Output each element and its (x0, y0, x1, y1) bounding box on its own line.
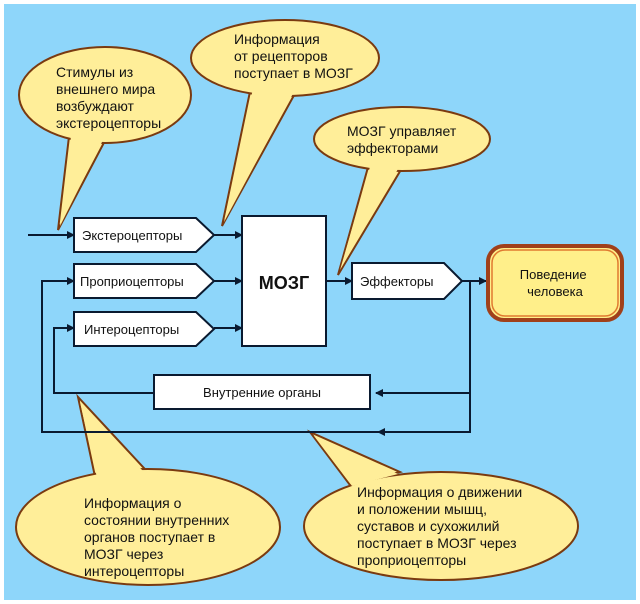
node-exteroceptors: Экстероцепторы (73, 217, 216, 253)
callout-internal-line: Информация о (84, 495, 182, 511)
callout-stimuli-line: Стимулы из (56, 64, 133, 80)
node-exteroceptors-label: Экстероцепторы (82, 228, 182, 243)
node-brain: МОЗГ (241, 215, 327, 347)
svg-text:Стимулы из внешнего мира: Стимулы из внешнего мира возбуждают экст… (56, 64, 161, 131)
callout-movement-line: суставов и сухожилий (357, 518, 499, 534)
svg-text:МОЗГ управляет эффектора: МОЗГ управляет эффекторами (347, 123, 460, 156)
callout-internal-line: состоянии внутренних (84, 512, 229, 528)
svg-text:Информация от рецепторов: Информация от рецепторов поступает в МОЗ… (234, 31, 353, 81)
intero-feedback-line (53, 324, 154, 394)
callout-brain-line: МОЗГ управляет (347, 123, 457, 139)
node-behavior: Поведение человека (486, 244, 624, 322)
node-interoceptors: Интероцепторы (73, 311, 216, 347)
svg-text:Поведение человека: Поведение человека (520, 267, 590, 299)
callout-movement-line: и положении мышц, (357, 501, 487, 517)
svg-text:Информация о движении и: Информация о движении и положении мышц, … (357, 484, 526, 568)
node-brain-label: МОЗГ (259, 273, 309, 293)
callout-movement-line: проприоцепторы (357, 552, 466, 568)
callout-receptors-line: поступает в МОЗГ (234, 65, 353, 81)
callout-internal-line: МОЗГ через (84, 546, 163, 562)
callout-movement-info: Информация о движении и положении мышц, … (303, 429, 579, 581)
proprio-feedback-line (41, 277, 471, 433)
node-internal-organs-label: Внутренние органы (203, 385, 321, 400)
callout-brain-controls: МОЗГ управляет эффекторами (313, 106, 491, 276)
callout-receptors-info: Информация от рецепторов поступает в МОЗ… (190, 19, 380, 227)
callout-internal-line: интероцепторы (84, 563, 184, 579)
node-proprioceptors-label: Проприоцепторы (80, 274, 184, 289)
callout-stimuli-line: внешнего мира (56, 81, 155, 97)
node-proprioceptors: Проприоцепторы (73, 263, 216, 299)
callout-stimuli-line: возбуждают (56, 98, 135, 114)
svg-text:Информация о состоянии в: Информация о состоянии внутренних органо… (84, 495, 233, 579)
node-internal-organs: Внутренние органы (153, 374, 371, 410)
callout-movement-line: Информация о движении (357, 484, 522, 500)
callout-internal-line: органов поступает в (84, 529, 215, 545)
node-effectors-label: Эффекторы (360, 274, 433, 289)
connectors (28, 231, 487, 436)
callout-stimuli-line: экстероцепторы (56, 115, 161, 131)
callout-brain-line: эффекторами (347, 140, 438, 156)
node-behavior-line: человека (527, 284, 583, 299)
node-behavior-line: Поведение (520, 267, 587, 282)
callout-stimuli: Стимулы из внешнего мира возбуждают экст… (18, 46, 192, 231)
callout-movement-line: поступает в МОЗГ через (357, 535, 517, 551)
node-interoceptors-label: Интероцепторы (84, 322, 179, 337)
callout-internal-info: Информация о состоянии внутренних органо… (15, 393, 281, 586)
node-effectors: Эффекторы (351, 262, 464, 300)
callout-receptors-line: Информация (234, 31, 320, 47)
callout-receptors-line: от рецепторов (234, 48, 328, 64)
